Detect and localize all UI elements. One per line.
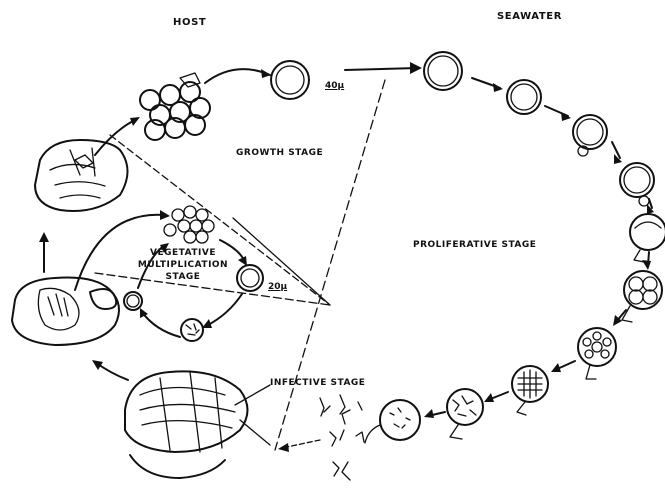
seawater-cell-7 xyxy=(578,328,616,379)
snail-shell-texture xyxy=(140,372,235,452)
infective-particles xyxy=(320,395,364,480)
oyster-body-tissue xyxy=(38,288,79,330)
proliferative-stage-label: PROLIFERATIVE STAGE xyxy=(413,241,536,250)
oyster-hinge xyxy=(90,289,116,309)
snail-siphons xyxy=(235,385,270,445)
seawater-cell-1 xyxy=(424,52,462,90)
seawater-label: SEAWATER xyxy=(497,12,562,22)
open-oyster-outline xyxy=(12,278,119,346)
host-snail xyxy=(125,371,270,478)
snail-foot xyxy=(130,455,225,478)
host-label: HOST xyxy=(173,18,206,28)
host-oyster-open xyxy=(12,278,119,346)
large-cell-cluster xyxy=(140,73,210,140)
oyster-shell-texture xyxy=(50,148,105,198)
oyster-gill-lines xyxy=(48,294,68,316)
host-oyster-top xyxy=(35,140,128,211)
scale-bar-40-label: 40µ xyxy=(325,82,344,91)
seawater-cell-2 xyxy=(507,80,541,114)
vegetative-label-line-2: MULTIPLICATION xyxy=(128,259,238,271)
seawater-cell-6 xyxy=(622,271,662,322)
host-seawater-divider-line xyxy=(275,80,385,450)
vegetative-label-line-1: VEGETATIVE xyxy=(128,247,238,259)
snail-shell-outline xyxy=(125,371,248,452)
infective-stage-label: INFECTIVE STAGE xyxy=(270,379,365,388)
vegetative-label-line-3: STAGE xyxy=(128,271,238,283)
growth-stage-label: GROWTH STAGE xyxy=(236,149,323,158)
arrow-cluster-to-growth-cell xyxy=(205,69,270,83)
oyster-shell-outline xyxy=(35,140,128,211)
cell-clusters xyxy=(140,73,214,243)
vegetative-cell-dividing xyxy=(181,319,203,341)
seawater-cell-8 xyxy=(512,366,548,415)
scale-bar-20-label: 20µ xyxy=(268,283,287,292)
arrow-growth-to-seawater xyxy=(345,68,418,70)
seawater-cell-3 xyxy=(573,115,607,156)
seawater-cell-5 xyxy=(630,214,665,262)
vegetative-multiplication-stage-label: VEGETATIVE MULTIPLICATION STAGE xyxy=(128,247,238,283)
seawater-cell-10 xyxy=(365,400,420,443)
small-cell-cluster xyxy=(164,206,214,243)
seawater-cell-9 xyxy=(447,389,483,439)
growth-cell xyxy=(271,61,309,99)
